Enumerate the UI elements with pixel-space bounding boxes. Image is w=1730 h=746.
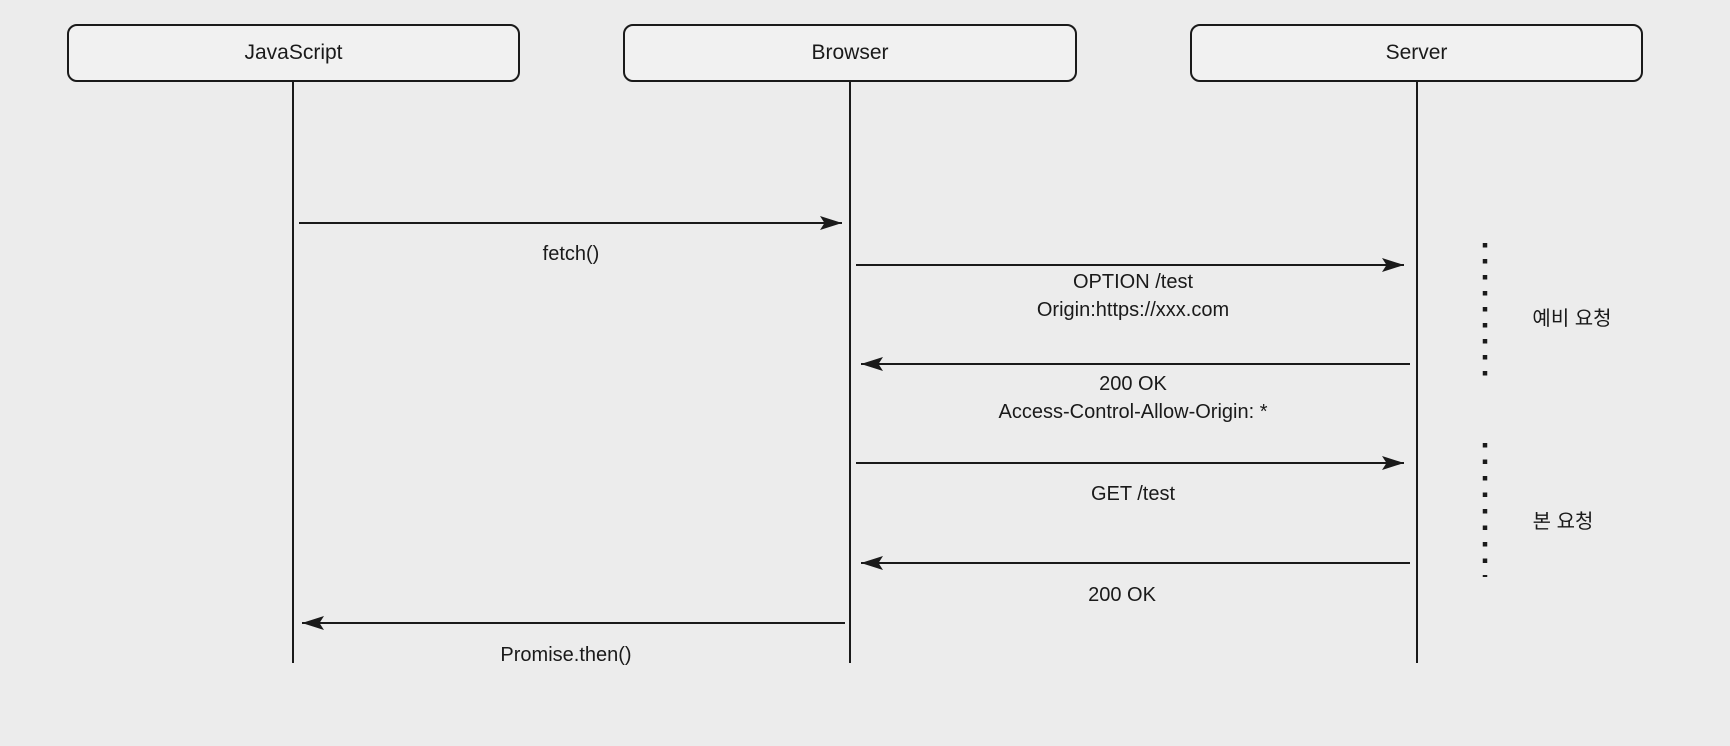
message-label-preflight-response: 200 OK Access-Control-Allow-Origin: * (999, 370, 1268, 426)
actor-label-javascript: JavaScript (244, 41, 343, 64)
actor-box-server: Server (1190, 24, 1643, 82)
message-label-preflight-request-line2: Origin:https://xxx.com (1036, 299, 1230, 321)
message-label-preflight-response-line1: 200 OK (1099, 373, 1167, 395)
annotation-main-phase: 본 요청 (1532, 511, 1594, 533)
actor-label-server: Server (1385, 41, 1448, 64)
message-label-preflight-response-line2: Access-Control-Allow-Origin: * (998, 401, 1268, 423)
actor-label-browser: Browser (811, 41, 889, 64)
message-label-fetch: fetch() (542, 243, 600, 265)
message-label-promise-then: Promise.then() (500, 644, 632, 666)
actor-box-browser: Browser (623, 24, 1077, 82)
message-label-preflight-request: OPTION /test Origin:https://xxx.com (1037, 268, 1229, 324)
message-label-preflight-request-line1: OPTION /test (1072, 271, 1194, 293)
annotation-preflight-phase: 예비 요청 (1532, 308, 1612, 330)
message-label-main-request: GET /test (1090, 483, 1176, 505)
message-label-main-response: 200 OK (1088, 584, 1156, 606)
actor-box-javascript: JavaScript (67, 24, 520, 82)
